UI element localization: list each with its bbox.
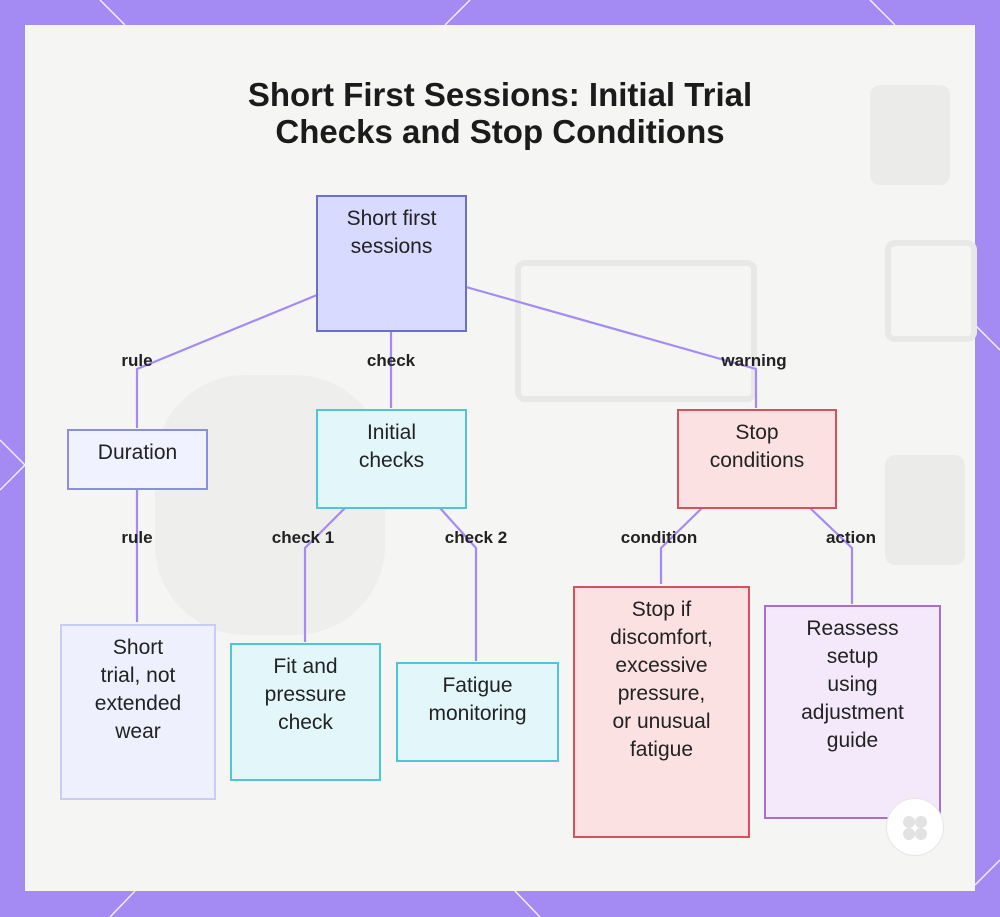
edge-label-rule: rule	[121, 528, 153, 547]
node-text-line: pressure,	[617, 682, 706, 705]
node-text-line: checks	[358, 449, 425, 472]
edge-label-check-1: check 1	[271, 528, 335, 547]
edge-label-warning: warning	[721, 351, 787, 370]
node-text-line: excessive	[615, 654, 708, 677]
node-text-line: or unusual	[612, 710, 711, 733]
edge-stop-action	[809, 507, 854, 604]
node-text-line: discomfort,	[610, 626, 713, 649]
background-ghost-shape	[885, 455, 965, 565]
node-short-trial: Short trial, not extended wear	[60, 624, 216, 800]
node-initial-checks: Initial checks	[316, 409, 467, 509]
node-text-line: extended	[94, 692, 182, 715]
node-duration: Duration	[67, 429, 208, 490]
edge-label-check-2: check 2	[444, 528, 508, 547]
node-text-line: Stop if	[631, 598, 692, 621]
edge-label-action: action	[825, 528, 877, 547]
node-fatigue-monitoring: Fatigue monitoring	[396, 662, 559, 762]
node-text-line: Fatigue	[442, 674, 513, 697]
edge-stop-condition	[659, 507, 703, 584]
node-text-line: sessions	[350, 235, 433, 258]
title-line-2: Checks and Stop Conditions	[275, 113, 725, 150]
node-text-line: Stop	[735, 421, 779, 444]
node-text-line: pressure	[264, 683, 347, 706]
node-text-line: using	[827, 673, 878, 696]
edge-label-rule: rule	[121, 351, 153, 370]
node-text-line: fatigue	[629, 738, 694, 761]
node-stop-if: Stop if discomfort, excessive pressure, …	[573, 586, 750, 838]
edge-root-stop-conditions	[465, 285, 758, 408]
node-stop-conditions: Stop conditions	[677, 409, 837, 509]
edge-checks-fatigue	[439, 507, 478, 661]
node-text-line: Initial	[366, 421, 416, 444]
edge-label-check: check	[366, 351, 416, 370]
node-text-line: guide	[826, 729, 879, 752]
node-text-line: trial, not	[100, 664, 176, 687]
logo-icon	[903, 816, 927, 840]
node-text-line: setup	[826, 645, 879, 668]
node-text-line: Fit and	[273, 655, 338, 678]
page-title: Short First Sessions: Initial Trial Chec…	[0, 76, 1000, 150]
node-text-line: adjustment	[801, 701, 904, 724]
background-ghost-shape	[515, 260, 757, 402]
node-text-line: monitoring	[428, 702, 527, 725]
node-text-line: Short first	[346, 207, 437, 230]
background-ghost-shape	[885, 240, 977, 342]
edge-label-condition: condition	[620, 528, 698, 547]
title-line-1: Short First Sessions: Initial Trial	[247, 76, 753, 113]
node-reassess-setup: Reassess setup using adjustment guide	[764, 605, 941, 819]
node-text-line: Short	[112, 636, 164, 659]
node-short-first-sessions: Short first sessions	[316, 195, 467, 332]
node-text-line: Duration	[97, 441, 178, 464]
node-fit-pressure-check: Fit and pressure check	[230, 643, 381, 781]
node-text-line: conditions	[709, 449, 805, 472]
brand-logo-icon	[886, 798, 944, 856]
node-text-line: check	[278, 711, 333, 734]
node-text-line: Reassess	[806, 617, 899, 640]
edge-checks-fit	[303, 507, 346, 642]
node-text-line: wear	[115, 720, 161, 743]
background-ghost-shape	[870, 85, 950, 185]
edge-root-duration	[135, 293, 318, 428]
